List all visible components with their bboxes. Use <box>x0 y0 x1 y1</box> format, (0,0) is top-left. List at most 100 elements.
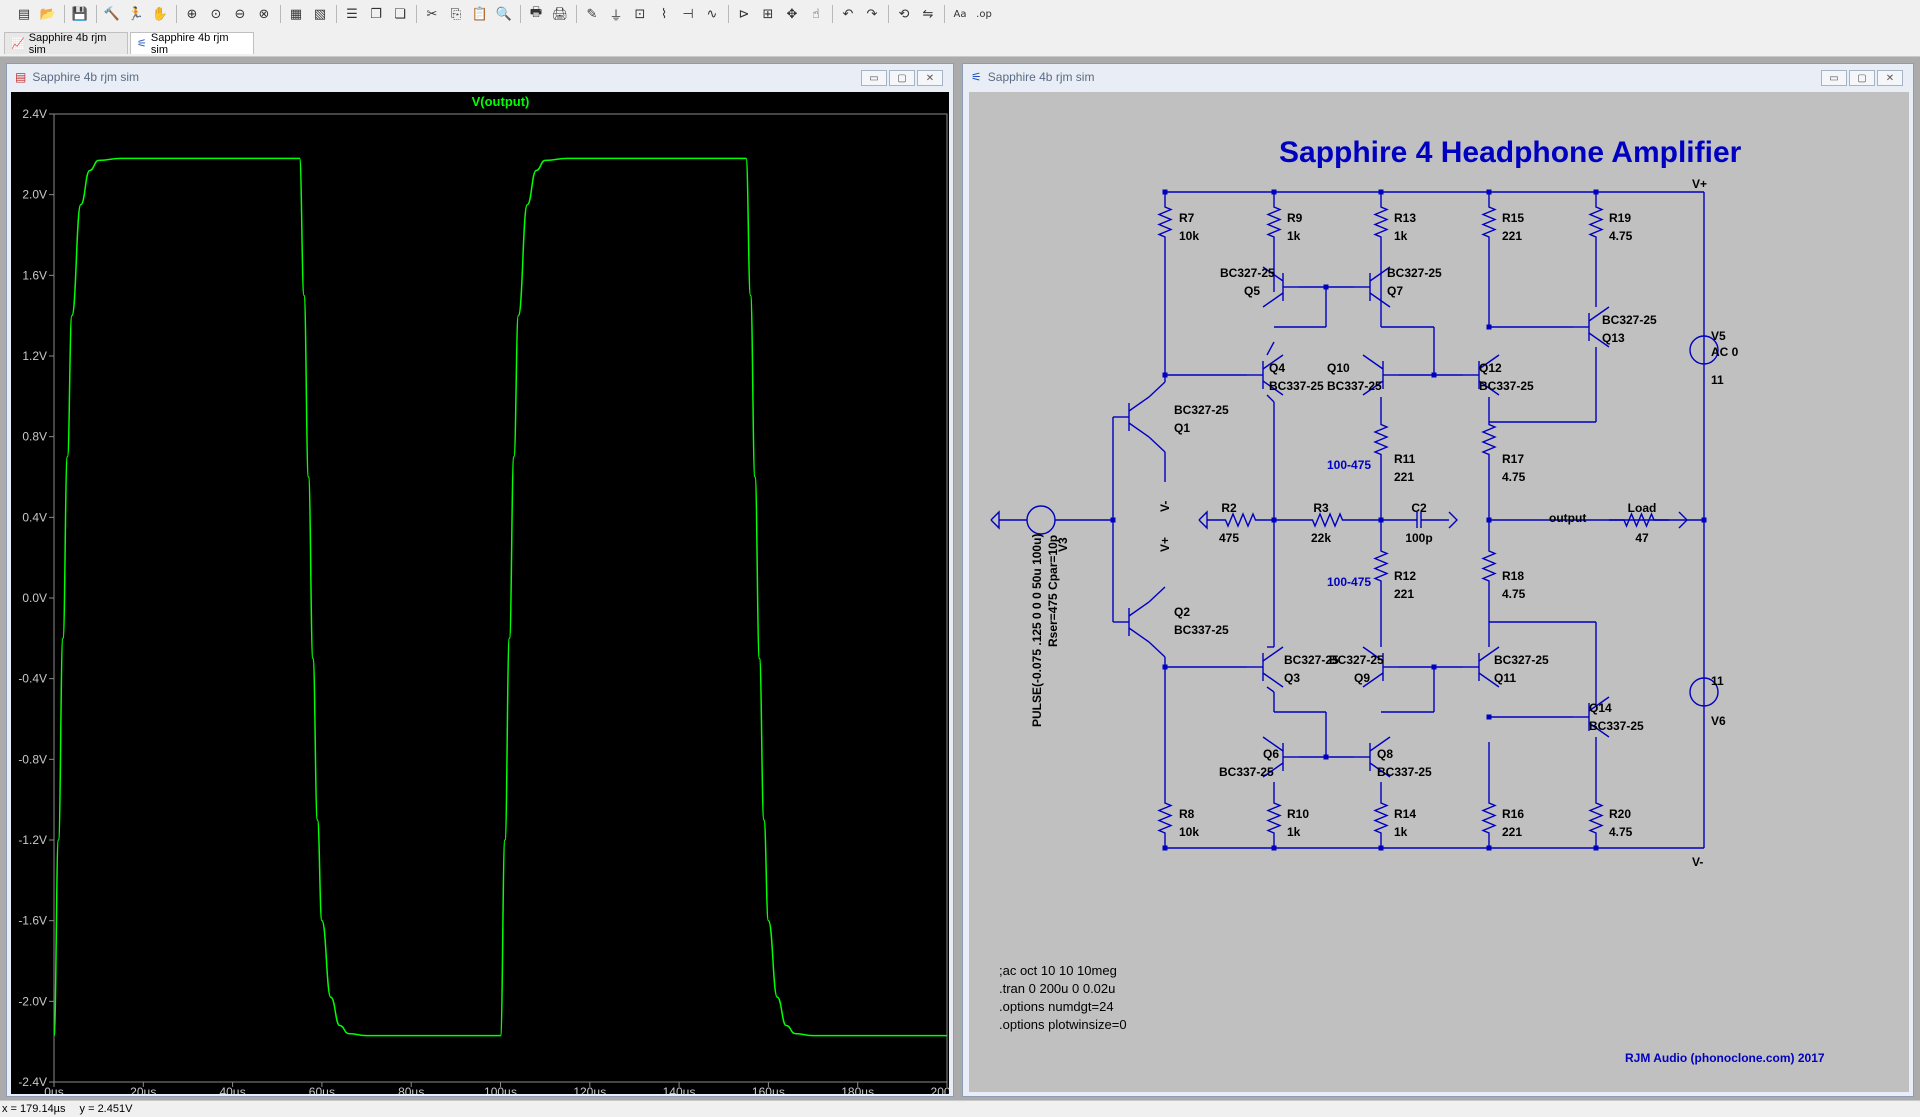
junction-dot <box>1323 754 1329 760</box>
y-tick-label: -2.4V <box>18 1075 47 1089</box>
run-icon[interactable]: 🏃 <box>127 6 145 22</box>
rotate-icon[interactable]: ⟲ <box>898 6 910 22</box>
waveform-icon[interactable]: ▧ <box>313 6 327 22</box>
component-label: 4.75 <box>1502 470 1526 484</box>
tab-waveform[interactable]: 📈 Sapphire 4b rjm sim <box>4 31 128 56</box>
load-resistor <box>1609 512 1669 528</box>
close-button[interactable]: ✕ <box>1877 70 1903 86</box>
spice-directive[interactable]: .options numdgt=24 <box>999 999 1114 1014</box>
component-label: 100-475 <box>1327 575 1371 589</box>
drag-icon[interactable]: ☝ <box>812 6 820 22</box>
component-label: BC337-25 <box>1327 379 1382 393</box>
label-net-icon[interactable]: ⊡ <box>634 6 646 22</box>
component-label: R10 <box>1287 807 1309 821</box>
maximize-button[interactable]: ▢ <box>1849 70 1875 86</box>
redo-icon[interactable]: ↷ <box>866 6 878 22</box>
wire-icon[interactable]: ✎ <box>586 6 598 22</box>
waveform-plot[interactable]: 2.4V2.0V1.6V1.2V0.8V0.4V0.0V-0.4V-0.8V-1… <box>11 92 963 1099</box>
component-label: Q5 <box>1244 284 1260 298</box>
wire <box>1266 341 1275 356</box>
ground-icon[interactable]: ⏚ <box>609 8 623 24</box>
component-label: Q6 <box>1263 747 1279 761</box>
plot-trace-title: V(output) <box>472 94 530 109</box>
r20-resistor <box>1588 788 1604 848</box>
halt-icon[interactable]: ✋ <box>151 6 169 22</box>
pan-icon[interactable]: ⊙ <box>210 6 222 22</box>
x-tick-label: 140µs <box>663 1085 696 1094</box>
toolbar-separator <box>96 5 97 23</box>
tab-label: Sapphire 4b rjm sim <box>28 31 107 56</box>
junction-dot <box>1431 664 1437 670</box>
junction-dot <box>1431 372 1437 378</box>
wire <box>1148 436 1166 453</box>
print-setup-icon[interactable]: 🖶 <box>529 5 543 20</box>
save-icon[interactable]: 💾 <box>71 6 89 22</box>
component-label: BC337-25 <box>1174 623 1229 637</box>
component-label: BC337-25 <box>1269 379 1324 393</box>
r13-resistor <box>1373 192 1389 252</box>
component-label: Load <box>1628 501 1657 515</box>
junction-dots <box>1110 189 1707 851</box>
spice-directive[interactable]: .options plotwinsize=0 <box>999 1017 1127 1032</box>
wire <box>1128 396 1150 412</box>
component-label: 10k <box>1179 229 1199 243</box>
component-label: BC327-25 <box>1387 266 1442 280</box>
close-button[interactable]: ✕ <box>917 70 943 86</box>
component-label: 4.75 <box>1502 587 1526 601</box>
tab-schematic[interactable]: ⚟ Sapphire 4b rjm sim <box>130 31 254 56</box>
paste-icon[interactable]: 📋 <box>471 6 489 22</box>
r8-resistor <box>1157 788 1173 848</box>
inductor-icon[interactable]: ∿ <box>706 6 718 22</box>
toolbar-separator <box>416 5 417 23</box>
component-label: BC337-25 <box>1377 765 1432 779</box>
autorange-icon[interactable]: ▦ <box>289 6 303 22</box>
junction-dot <box>1162 189 1168 195</box>
component-label: 4.75 <box>1609 229 1633 243</box>
r2-port <box>1198 510 1208 530</box>
control-panel-icon[interactable]: 🔨 <box>103 6 121 22</box>
mirror-icon[interactable]: ⇋ <box>922 6 934 22</box>
plot-frame <box>53 113 948 1083</box>
copy-icon[interactable]: ⎘ <box>450 6 462 22</box>
spice-directive[interactable]: ;ac oct 10 10 10meg <box>999 963 1117 978</box>
minimize-button[interactable]: ▭ <box>1821 70 1847 86</box>
new-schematic-icon[interactable]: ▤ <box>17 6 31 22</box>
zoom-fit-icon[interactable]: ⊗ <box>258 6 270 22</box>
y-tick-label: 1.6V <box>22 268 47 282</box>
r18-resistor <box>1481 520 1497 612</box>
resistor-icon[interactable]: ⌇ <box>660 6 668 22</box>
toolbar-separator <box>832 5 833 23</box>
minimize-button[interactable]: ▭ <box>861 70 887 86</box>
text-icon[interactable]: Aa <box>953 8 967 20</box>
component-label: R12 <box>1394 569 1416 583</box>
wire <box>1369 266 1391 282</box>
schematic-window-titlebar[interactable]: ⚟ Sapphire 4b rjm sim <box>963 64 1913 90</box>
tile-horizontal-icon[interactable]: ☰ <box>346 6 358 22</box>
cascade-icon[interactable]: ❐ <box>370 6 382 22</box>
spice-directive-icon[interactable]: .op <box>976 8 992 20</box>
maximize-button[interactable]: ▢ <box>889 70 915 86</box>
tab-label: Sapphire 4b rjm sim <box>150 31 229 56</box>
undo-icon[interactable]: ↶ <box>842 6 854 22</box>
print-icon[interactable]: 🖨 <box>551 6 569 22</box>
spice-directive[interactable]: .tran 0 200u 0 0.02u <box>999 981 1115 996</box>
capacitor-icon[interactable]: ⊣ <box>682 6 694 22</box>
component-label: V+ <box>1692 177 1707 191</box>
schematic-drawing[interactable]: R710kR91kR131kR15221R194.75R810kR101kR14… <box>969 92 1909 1092</box>
toolbar-separator <box>280 5 281 23</box>
tile-vertical-icon[interactable]: ❏ <box>394 6 406 22</box>
zoom-out-icon[interactable]: ⊖ <box>234 6 246 22</box>
component-icon[interactable]: ⊞ <box>762 6 774 22</box>
move-icon[interactable]: ✥ <box>786 6 798 22</box>
waveform-window-icon: ▤ <box>15 70 27 84</box>
diode-icon[interactable]: ⊳ <box>738 6 750 22</box>
open-icon[interactable]: 📂 <box>39 6 57 22</box>
cut-icon[interactable]: ✂ <box>426 6 438 22</box>
zoom-in-icon[interactable]: ⊕ <box>186 6 198 22</box>
find-icon[interactable]: 🔍 <box>495 6 513 22</box>
wire <box>1262 646 1284 662</box>
waveform-window-titlebar[interactable]: ▤ Sapphire 4b rjm sim <box>7 64 953 90</box>
x-tick-label: 160µs <box>752 1085 785 1094</box>
